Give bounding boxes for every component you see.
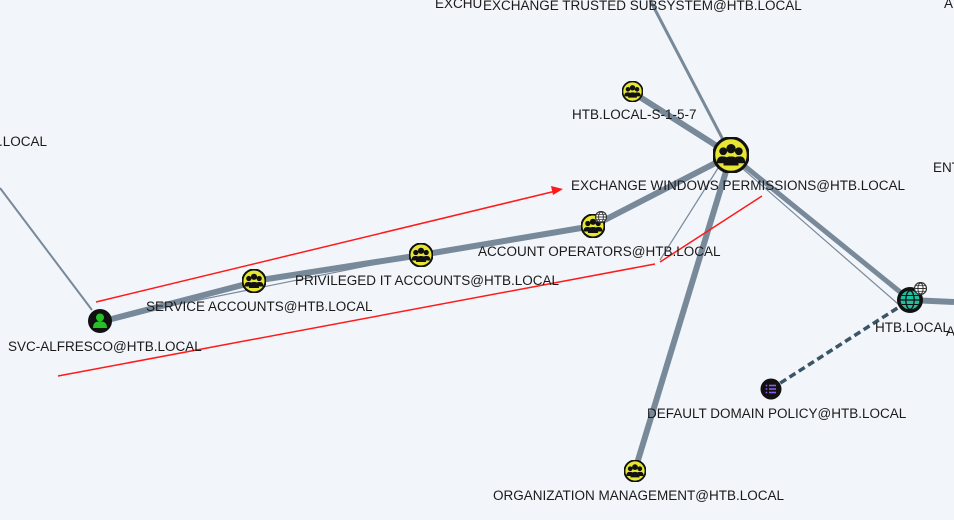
edge-sid-to-ewp[interactable] <box>630 89 733 158</box>
group-node-privileged-it-accounts[interactable] <box>409 243 433 267</box>
group-node-htb-local-s-1-5-7[interactable] <box>622 81 643 102</box>
node-label-service-accounts[interactable]: SERVICE ACCOUNTS@HTB.LOCAL <box>146 299 373 314</box>
edge-orgmgmt-to-ewp[interactable] <box>632 154 734 471</box>
group-node-exchange-windows-permissions[interactable] <box>713 137 749 173</box>
edge-service-accounts-to-privileged-it[interactable] <box>253 252 422 284</box>
edge-left-offscreen-to-svc[interactable] <box>0 187 93 311</box>
list-icon <box>765 384 776 394</box>
node-label-privileged-it-accounts[interactable]: PRIVILEGED IT ACCOUNTS@HTB.LOCAL <box>295 273 560 288</box>
node-label-exchange-all-partial[interactable]: EXCHU <box>435 0 483 11</box>
group-icon <box>409 243 433 267</box>
node-label-right-a-top-partial[interactable]: A <box>944 0 954 11</box>
node-label-right-a-mid-partial[interactable]: A <box>946 324 954 339</box>
edge-ewp-to-domain-thin[interactable] <box>734 161 906 311</box>
node-label-right-ent-partial[interactable]: ENT <box>933 160 954 175</box>
node-label-organization-management[interactable]: ORGANIZATION MANAGEMENT@HTB.LOCAL <box>493 488 784 503</box>
group-icon <box>713 137 749 173</box>
node-label-exchange-windows-permissions[interactable]: EXCHANGE WINDOWS PERMISSIONS@HTB.LOCAL <box>571 178 905 193</box>
group-node-service-accounts[interactable] <box>242 269 266 293</box>
node-label-account-operators[interactable]: ACCOUNT OPERATORS@HTB.LOCAL <box>478 244 721 259</box>
user-node-svc-alfresco[interactable] <box>88 309 112 333</box>
edge-top-to-ewp[interactable] <box>648 0 733 156</box>
node-label-htb-local[interactable]: HTB.LOCAL <box>875 320 951 335</box>
node-label-default-domain-policy[interactable]: DEFAULT DOMAIN POLICY@HTB.LOCAL <box>647 406 907 421</box>
node-label-left-offscreen[interactable]: .LOCAL <box>0 134 48 149</box>
group-icon <box>624 460 646 482</box>
group-node-organization-management[interactable] <box>624 460 646 482</box>
edge-account-operators-to-ewp-thin[interactable] <box>599 157 732 223</box>
user-icon <box>93 313 107 328</box>
globe-icon <box>900 290 920 310</box>
domain-node-htb-local[interactable] <box>897 282 927 313</box>
gpo-node-default-domain-policy[interactable] <box>760 378 782 400</box>
node-label-svc-alfresco[interactable]: SVC-ALFRESCO@HTB.LOCAL <box>8 339 202 354</box>
globe-badge-icon <box>914 282 927 295</box>
globe-badge-icon <box>595 211 607 223</box>
edge-privileged-it-to-account-operators[interactable] <box>420 223 594 258</box>
edge-gpo-to-domain[interactable] <box>770 298 911 391</box>
red-annotation <box>57 186 763 377</box>
edge-ewp-to-domain[interactable] <box>729 153 912 302</box>
node-label-htb-local-s-1-5-7[interactable]: HTB.LOCAL-S-1-5-7 <box>572 107 697 122</box>
group-icon <box>622 81 643 102</box>
group-icon <box>242 269 266 293</box>
node-label-exchange-trusted-subsystem[interactable]: EXCHANGE TRUSTED SUBSYSTEM@HTB.LOCAL <box>483 0 802 13</box>
group-node-account-operators[interactable] <box>581 211 607 238</box>
graph-edges <box>0 0 954 471</box>
edge-account-operators-to-orgmgmt[interactable] <box>659 164 721 261</box>
